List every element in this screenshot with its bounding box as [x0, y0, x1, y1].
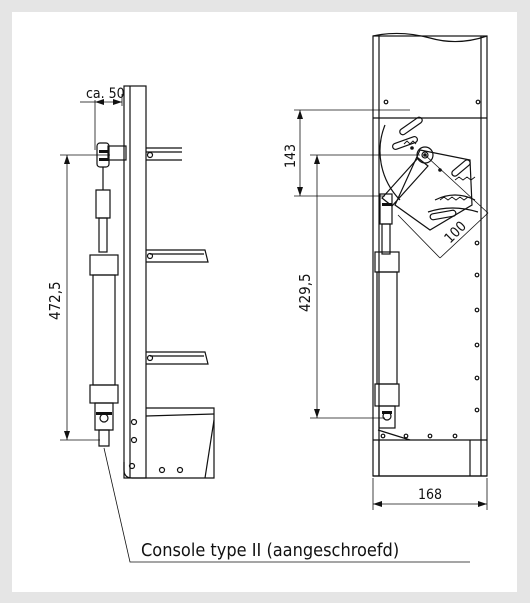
right-front-view [372, 32, 488, 477]
left-bolts [128, 151, 184, 474]
dim-right-height: 429,5 [296, 273, 314, 312]
dim-arc-radius: 100 [442, 219, 470, 247]
left-side-view [89, 85, 215, 479]
drawing-frame: ca. 50 472,5 143 429,5 100 168 Console t… [12, 12, 517, 592]
top-bracket [107, 145, 127, 161]
dim-width: 168 [418, 487, 442, 503]
sector-plate [394, 149, 473, 231]
dim-ca-50: ca. 50 [86, 86, 125, 102]
left-cylinder-body [92, 274, 116, 386]
right-column [372, 35, 488, 477]
right-bolts [380, 99, 481, 439]
sector-arc [379, 124, 401, 201]
technical-drawing: ca. 50 472,5 143 429,5 100 168 Console t… [46, 32, 489, 563]
dim-left-height: 472,5 [46, 281, 64, 320]
right-cylinder-body [376, 271, 398, 385]
dimension-lines [60, 94, 489, 563]
left-cylinder-cap [89, 254, 119, 276]
caption: Console type II (aangeschroefd) [141, 540, 399, 561]
dim-right-top: 143 [283, 144, 299, 168]
